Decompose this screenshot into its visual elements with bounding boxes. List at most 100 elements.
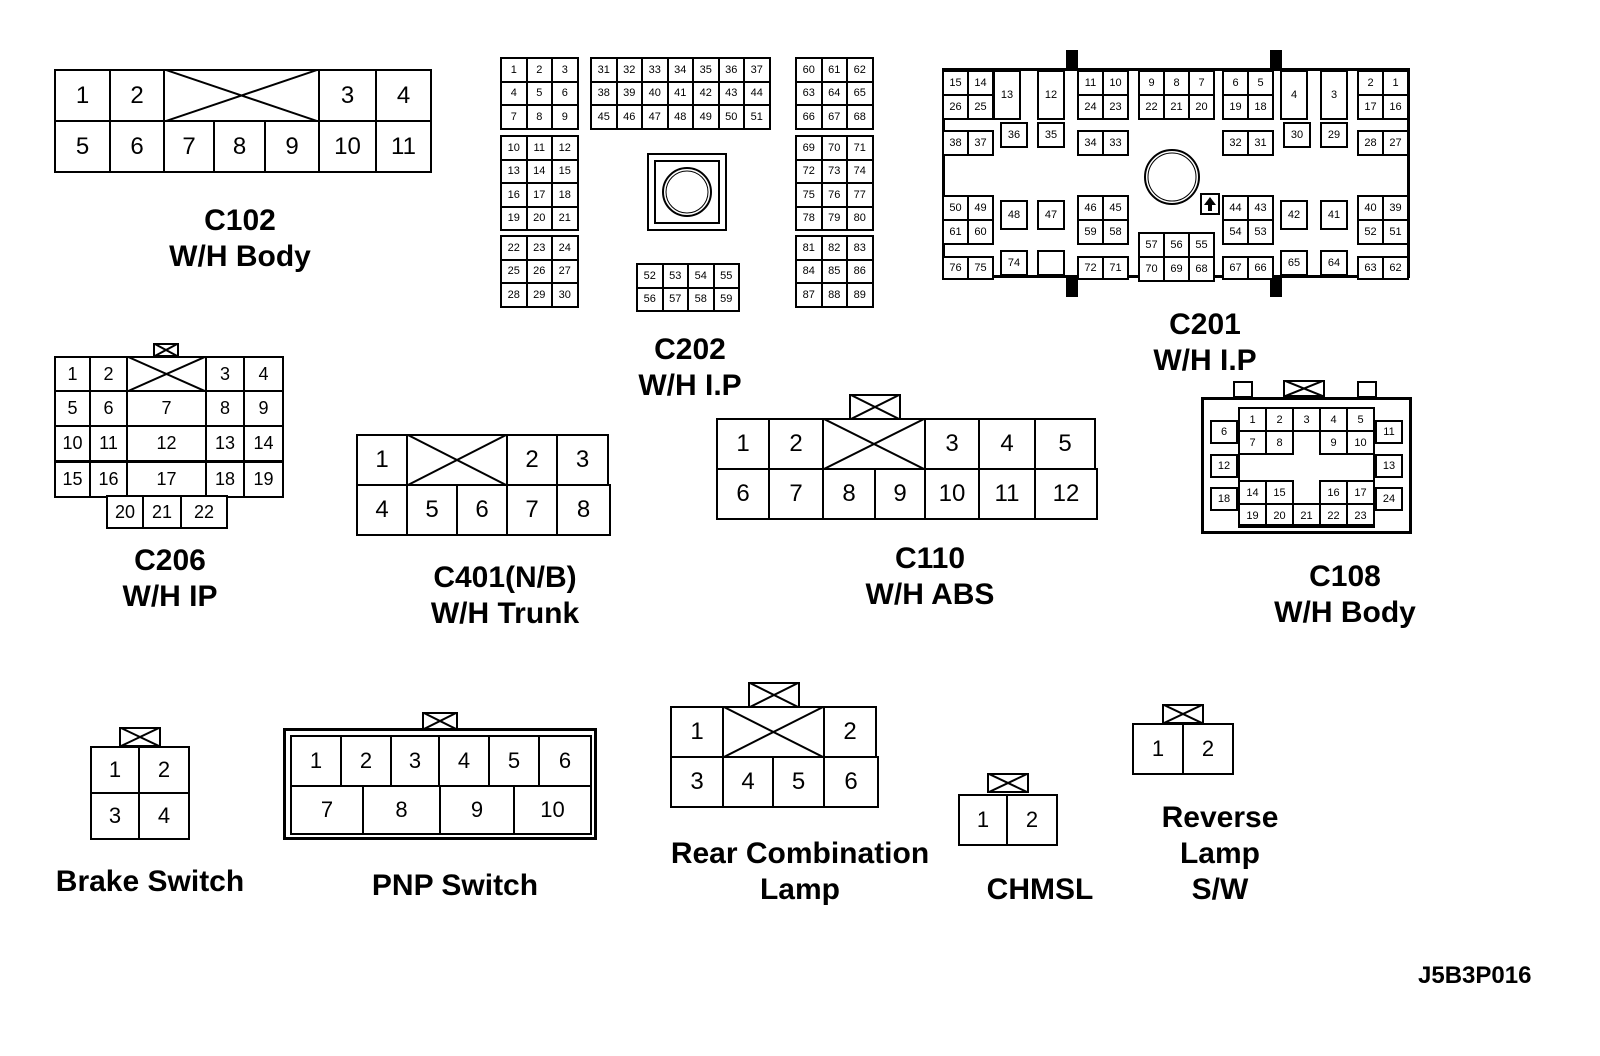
- pin-c201-36: 36: [1000, 122, 1028, 148]
- pin-c110-11: 11: [978, 468, 1036, 520]
- diagram-code: J5B3P016: [1418, 962, 1532, 989]
- pin-c201-4: 4: [1280, 70, 1308, 120]
- pin-rcl-2: 2: [823, 706, 877, 758]
- connector-label-brake: Brake Switch: [40, 864, 260, 900]
- pin-c202-16: 16: [500, 182, 528, 208]
- pin-c202-10: 10: [500, 135, 528, 161]
- pin-c202-53: 53: [661, 263, 689, 289]
- pin-c202-77: 77: [846, 182, 874, 208]
- pin-c201-44: 44: [1222, 195, 1249, 221]
- pin-c201-49: 49: [967, 195, 994, 221]
- pin-c102-4: 4: [375, 69, 432, 122]
- pin-c202-87: 87: [795, 282, 823, 308]
- pin-rev-1: 1: [1132, 723, 1184, 775]
- label-title: C102: [204, 204, 276, 237]
- pin-c102-7: 7: [163, 120, 215, 173]
- pin-c206-19: 19: [243, 461, 284, 498]
- pin-c202-27: 27: [551, 258, 579, 284]
- label-subtitle: W/H Trunk: [430, 597, 580, 630]
- pin-c202-42: 42: [692, 80, 720, 106]
- pin-c202-8: 8: [525, 104, 553, 130]
- pin-c202-11: 11: [525, 135, 553, 161]
- pin-c202-36: 36: [717, 57, 745, 83]
- pin-c201-76: 76: [942, 256, 969, 280]
- pin-c201-25: 25: [967, 94, 994, 120]
- pin-c202-35: 35: [692, 57, 720, 83]
- pin-c201-58: 58: [1102, 219, 1129, 245]
- pin-c201-8: 8: [1163, 70, 1190, 96]
- pin-c202-25: 25: [500, 258, 528, 284]
- latch-tab: [153, 343, 179, 357]
- pin-c202-80: 80: [846, 205, 874, 231]
- pin-c206-2: 2: [89, 356, 128, 392]
- pin-c206-3: 3: [205, 356, 245, 392]
- pin-c202-28: 28: [500, 282, 528, 308]
- pin-c202-48: 48: [666, 104, 694, 130]
- pin-pnp-6: 6: [538, 735, 592, 787]
- pin-c202-74: 74: [846, 158, 874, 184]
- pin-rev-2: 2: [1182, 723, 1234, 775]
- pin-rcl-3: 3: [670, 756, 724, 808]
- pin-c102-2: 2: [109, 69, 165, 122]
- pin-c206-12: 12: [126, 425, 207, 462]
- blocked-cavity: [406, 434, 508, 486]
- pin-c201-11: 11: [1077, 70, 1104, 96]
- pin-c201-26: 26: [942, 94, 969, 120]
- pin-c110-7: 7: [768, 468, 824, 520]
- connector-label-c202: C202 W/H I.P: [580, 332, 800, 404]
- pin-rcl-6: 6: [823, 756, 879, 808]
- pin-c202-72: 72: [795, 158, 823, 184]
- pin-c202-4: 4: [500, 80, 528, 106]
- pin-c202-52: 52: [636, 263, 664, 289]
- pin-c202-82: 82: [820, 235, 848, 261]
- pin-c201-69: 69: [1163, 256, 1190, 282]
- connector-label-c108: C108 W/H Body: [1225, 559, 1465, 631]
- pin-c108-22: 22: [1319, 503, 1348, 528]
- pin-c202-26: 26: [525, 258, 553, 284]
- polarizing-key: [1066, 50, 1078, 70]
- pin-c202-54: 54: [687, 263, 715, 289]
- pin-c108-20: 20: [1265, 503, 1294, 528]
- pin-c102-6: 6: [109, 120, 165, 173]
- pin-c202-76: 76: [820, 182, 848, 208]
- pin-c202-55: 55: [712, 263, 740, 289]
- pin-c202-60: 60: [795, 57, 823, 83]
- pin-c202-34: 34: [666, 57, 694, 83]
- pin-pnp-5: 5: [488, 735, 540, 787]
- pin-c201-29: 29: [1320, 122, 1348, 148]
- pin-pnp-8: 8: [362, 785, 441, 835]
- pin-c102-1: 1: [54, 69, 111, 122]
- pin-c201-16: 16: [1382, 94, 1409, 120]
- pin-pnp-7: 7: [290, 785, 364, 835]
- label-subtitle: W/H IP: [122, 580, 218, 613]
- pin-c201-31: 31: [1247, 130, 1274, 156]
- pin-c202-17: 17: [525, 182, 553, 208]
- pin-brake-3: 3: [90, 792, 140, 840]
- pin-c201-20: 20: [1188, 94, 1215, 120]
- pin-c201-51: 51: [1382, 219, 1409, 245]
- pin-c202-45: 45: [590, 104, 618, 130]
- pin-c201-15: 15: [942, 70, 969, 96]
- pin-c202-62: 62: [846, 57, 874, 83]
- polarizing-key: [1270, 277, 1282, 297]
- pin-c202-68: 68: [846, 104, 874, 130]
- pin-c401-1: 1: [356, 434, 408, 486]
- pin-c202-44: 44: [743, 80, 771, 106]
- pin-rcl-1: 1: [670, 706, 724, 758]
- label-subtitle: Lamp: [759, 873, 840, 906]
- pin-c206-21: 21: [142, 495, 182, 529]
- pin-c110-1: 1: [716, 418, 770, 470]
- label-subtitle: Lamp: [1179, 837, 1260, 870]
- pin-c202-46: 46: [615, 104, 643, 130]
- pin-c202-14: 14: [525, 158, 553, 184]
- pin-pnp-2: 2: [340, 735, 392, 787]
- label-title: Rear Combination: [670, 837, 930, 870]
- pin-c108-11: 11: [1375, 420, 1403, 444]
- pin-c110-10: 10: [924, 468, 980, 520]
- pin-c201-65: 65: [1280, 250, 1308, 276]
- pin-c202-9: 9: [551, 104, 579, 130]
- pin-c202-38: 38: [590, 80, 618, 106]
- pin-c201-71: 71: [1102, 256, 1129, 280]
- pin-c202-13: 13: [500, 158, 528, 184]
- pin-c202-56: 56: [636, 286, 664, 312]
